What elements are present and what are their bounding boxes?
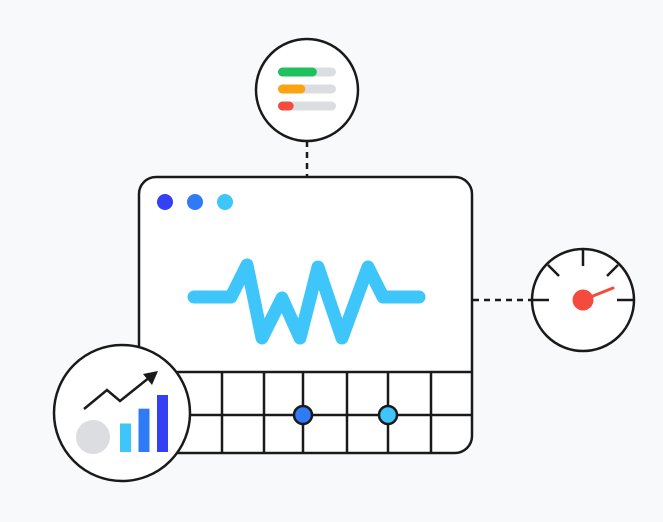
pulse-wave-icon [187,258,426,345]
grid-marker [292,404,314,426]
status-bar-fill [278,84,306,94]
status-bar-fill [278,67,317,77]
growth-bar [120,423,131,452]
app-window [137,175,474,455]
growth-bar [138,408,150,452]
growth-chart-badge [52,343,192,483]
gauge-hub [572,289,594,311]
grid-marker [377,404,399,426]
window-dot-1 [157,194,173,210]
placeholder-circle [76,420,110,454]
gauge-badge [530,247,636,353]
gauge-ticks [533,250,633,302]
status-bar-fill [278,101,294,111]
growth-bar [157,395,168,452]
window-dot-3 [217,194,233,210]
window-dot-2 [187,194,203,210]
trend-up-arrow-icon [83,371,158,410]
status-bars-badge [254,37,360,143]
